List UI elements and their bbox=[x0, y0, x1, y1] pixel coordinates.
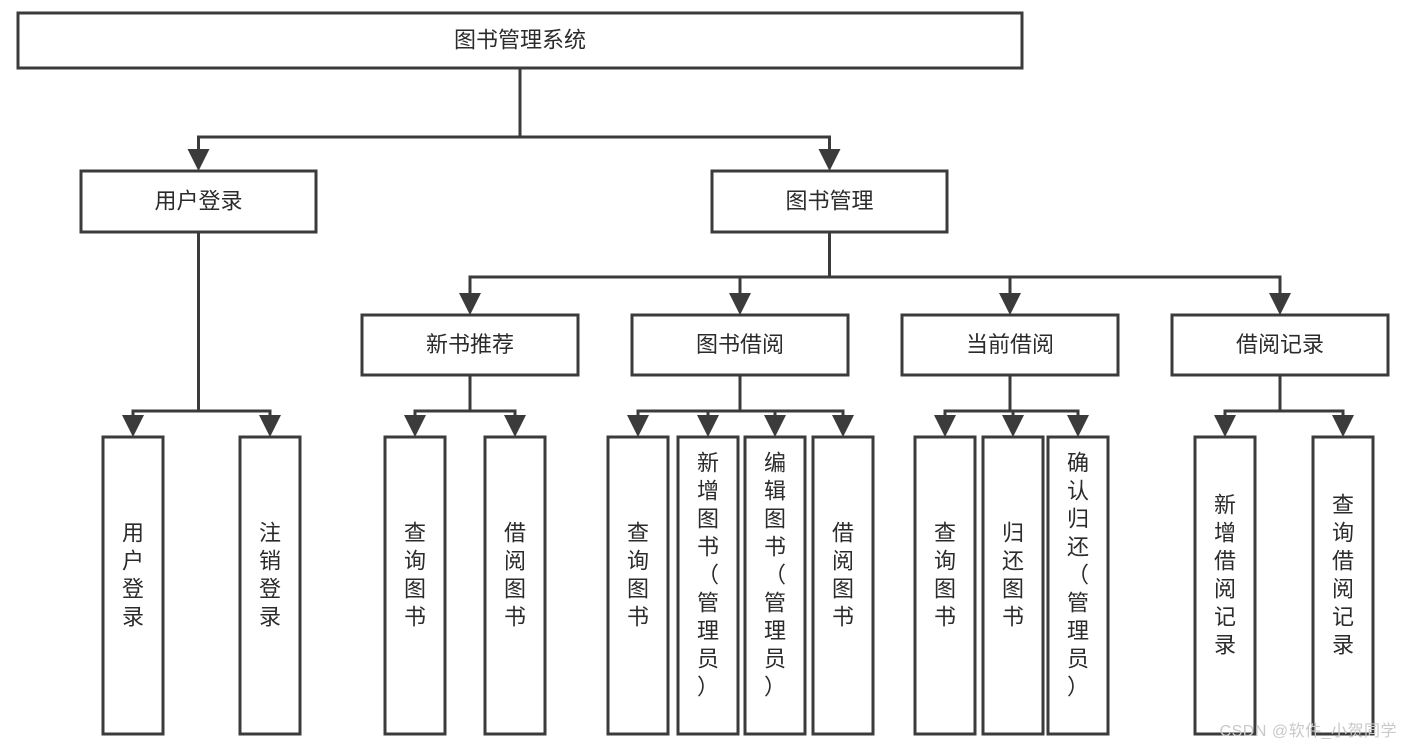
leaf-leaf-user-logout-label: 注销登录 bbox=[259, 521, 281, 630]
node-layer: 图书管理系统用户登录图书管理新书推荐图书借阅当前借阅借阅记录用户登录注销登录查询… bbox=[16, 11, 1390, 736]
arrow-head-icon bbox=[404, 415, 426, 437]
node-book-borrow[interactable]: 图书借阅 bbox=[630, 313, 850, 377]
leaf-leaf-edit-book[interactable]: 编辑图书（管理员） bbox=[743, 435, 807, 736]
leaf-leaf-borrow-book-rec-box bbox=[483, 435, 547, 736]
node-new-book-rec-label: 新书推荐 bbox=[426, 332, 514, 357]
node-current-borrow-box bbox=[900, 313, 1120, 377]
leaf-leaf-add-record-box bbox=[1193, 435, 1257, 736]
node-new-book-rec[interactable]: 新书推荐 bbox=[360, 313, 580, 377]
node-book-borrow-label: 图书借阅 bbox=[696, 332, 784, 357]
leaf-leaf-user-logout[interactable]: 注销登录 bbox=[238, 435, 302, 736]
arrow-head-icon bbox=[818, 149, 841, 171]
leaf-leaf-add-record-label: 新增借阅记录 bbox=[1214, 493, 1236, 658]
arrow-head-icon bbox=[1332, 415, 1354, 437]
leaf-leaf-confirm-return-label: 确认归还（管理员） bbox=[1067, 451, 1089, 700]
arrow-head-icon bbox=[1269, 293, 1291, 315]
leaf-leaf-query-book-cur-label: 查询图书 bbox=[934, 521, 956, 630]
edge-layer bbox=[122, 66, 1354, 437]
leaf-leaf-add-record[interactable]: 新增借阅记录 bbox=[1193, 435, 1257, 736]
arrow-head-icon bbox=[259, 415, 281, 437]
arrow-head-icon bbox=[697, 415, 719, 437]
node-borrow-record-label: 借阅记录 bbox=[1236, 332, 1324, 357]
node-book-manage-label: 图书管理 bbox=[785, 188, 873, 213]
arrow-head-icon bbox=[627, 415, 649, 437]
leaf-leaf-confirm-return[interactable]: 确认归还（管理员） bbox=[1046, 435, 1110, 736]
leaf-leaf-query-record-box bbox=[1311, 435, 1375, 736]
leaf-leaf-query-book-rec[interactable]: 查询图书 bbox=[383, 435, 447, 736]
leaf-leaf-confirm-return-box bbox=[1046, 435, 1110, 736]
leaf-leaf-user-login-label: 用户登录 bbox=[122, 521, 144, 630]
arrow-head-icon bbox=[1002, 415, 1024, 437]
leaf-leaf-user-logout-box bbox=[238, 435, 302, 736]
node-book-manage[interactable]: 图书管理 bbox=[710, 169, 949, 234]
node-current-borrow-label: 当前借阅 bbox=[966, 332, 1054, 357]
leaf-leaf-add-book-label: 新增图书（管理员） bbox=[697, 451, 719, 700]
leaf-leaf-borrow-book-rec[interactable]: 借阅图书 bbox=[483, 435, 547, 736]
node-root-box bbox=[16, 11, 1024, 70]
leaf-leaf-return-book-label: 归还图书 bbox=[1002, 521, 1024, 630]
arrow-head-icon bbox=[459, 293, 481, 315]
node-current-borrow[interactable]: 当前借阅 bbox=[900, 313, 1120, 377]
leaf-leaf-borrow-book[interactable]: 借阅图书 bbox=[811, 435, 875, 736]
leaf-leaf-query-book-label: 查询图书 bbox=[627, 521, 649, 630]
leaf-leaf-user-login[interactable]: 用户登录 bbox=[101, 435, 165, 736]
leaf-leaf-query-record-label: 查询借阅记录 bbox=[1332, 493, 1354, 658]
node-root-label: 图书管理系统 bbox=[454, 27, 586, 52]
leaf-leaf-query-book-box bbox=[606, 435, 670, 736]
leaf-leaf-borrow-book-rec-label: 借阅图书 bbox=[504, 521, 526, 630]
leaf-leaf-query-book-rec-box bbox=[383, 435, 447, 736]
leaf-leaf-query-book[interactable]: 查询图书 bbox=[606, 435, 670, 736]
node-borrow-record[interactable]: 借阅记录 bbox=[1170, 313, 1390, 377]
arrow-head-icon bbox=[764, 415, 786, 437]
leaf-leaf-borrow-book-box bbox=[811, 435, 875, 736]
leaf-leaf-query-book-cur[interactable]: 查询图书 bbox=[913, 435, 977, 736]
arrow-head-icon bbox=[1067, 415, 1089, 437]
leaf-leaf-edit-book-label: 编辑图书（管理员） bbox=[764, 451, 786, 700]
leaf-leaf-query-book-rec-label: 查询图书 bbox=[404, 521, 426, 630]
node-user-login-label: 用户登录 bbox=[154, 188, 242, 213]
leaf-leaf-edit-book-box bbox=[743, 435, 807, 736]
leaf-leaf-query-book-cur-box bbox=[913, 435, 977, 736]
node-root[interactable]: 图书管理系统 bbox=[16, 11, 1024, 70]
leaf-leaf-query-record[interactable]: 查询借阅记录 bbox=[1311, 435, 1375, 736]
arrow-head-icon bbox=[999, 293, 1021, 315]
arrow-head-icon bbox=[729, 293, 751, 315]
arrow-head-icon bbox=[1214, 415, 1236, 437]
leaf-leaf-user-login-box bbox=[101, 435, 165, 736]
arrow-head-icon bbox=[832, 415, 854, 437]
node-user-login-box bbox=[79, 169, 318, 234]
leaf-leaf-return-book-box bbox=[981, 435, 1045, 736]
node-new-book-rec-box bbox=[360, 313, 580, 377]
arrow-head-icon bbox=[934, 415, 956, 437]
leaf-leaf-return-book[interactable]: 归还图书 bbox=[981, 435, 1045, 736]
leaf-leaf-add-book-box bbox=[676, 435, 740, 736]
node-book-borrow-box bbox=[630, 313, 850, 377]
leaf-leaf-borrow-book-label: 借阅图书 bbox=[832, 521, 854, 630]
watermark-csdn: CSDN @软件_小贺同学 bbox=[1219, 723, 1397, 740]
arrow-head-icon bbox=[187, 149, 210, 171]
arrow-head-icon bbox=[122, 415, 144, 437]
arrow-head-icon bbox=[504, 415, 526, 437]
node-book-manage-box bbox=[710, 169, 949, 234]
leaf-leaf-add-book[interactable]: 新增图书（管理员） bbox=[676, 435, 740, 736]
node-borrow-record-box bbox=[1170, 313, 1390, 377]
node-user-login[interactable]: 用户登录 bbox=[79, 169, 318, 234]
